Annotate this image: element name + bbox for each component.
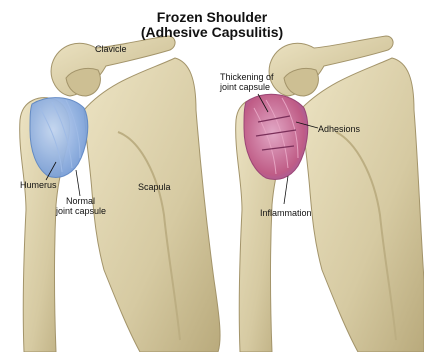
label-normal-capsule-line1: Normal — [66, 196, 95, 206]
left-normal-joint-capsule — [30, 98, 88, 178]
label-thickening-line2: joint capsule — [220, 82, 270, 92]
label-adhesions: Adhesions — [318, 124, 360, 134]
left-shoulder — [20, 36, 220, 352]
label-normal-capsule-line2: joint capsule — [56, 206, 106, 216]
page-subtitle: (Adhesive Capsulitis) — [0, 25, 424, 40]
page-title: Frozen Shoulder — [0, 10, 424, 25]
label-scapula: Scapula — [138, 182, 171, 192]
right-scapula-bone — [302, 58, 424, 352]
left-scapula-bone — [84, 58, 220, 352]
label-inflammation: Inflammation — [260, 208, 312, 218]
label-thickening-line1: Thickening of — [220, 72, 274, 82]
label-humerus: Humerus — [20, 180, 57, 190]
label-clavicle: Clavicle — [95, 44, 127, 54]
